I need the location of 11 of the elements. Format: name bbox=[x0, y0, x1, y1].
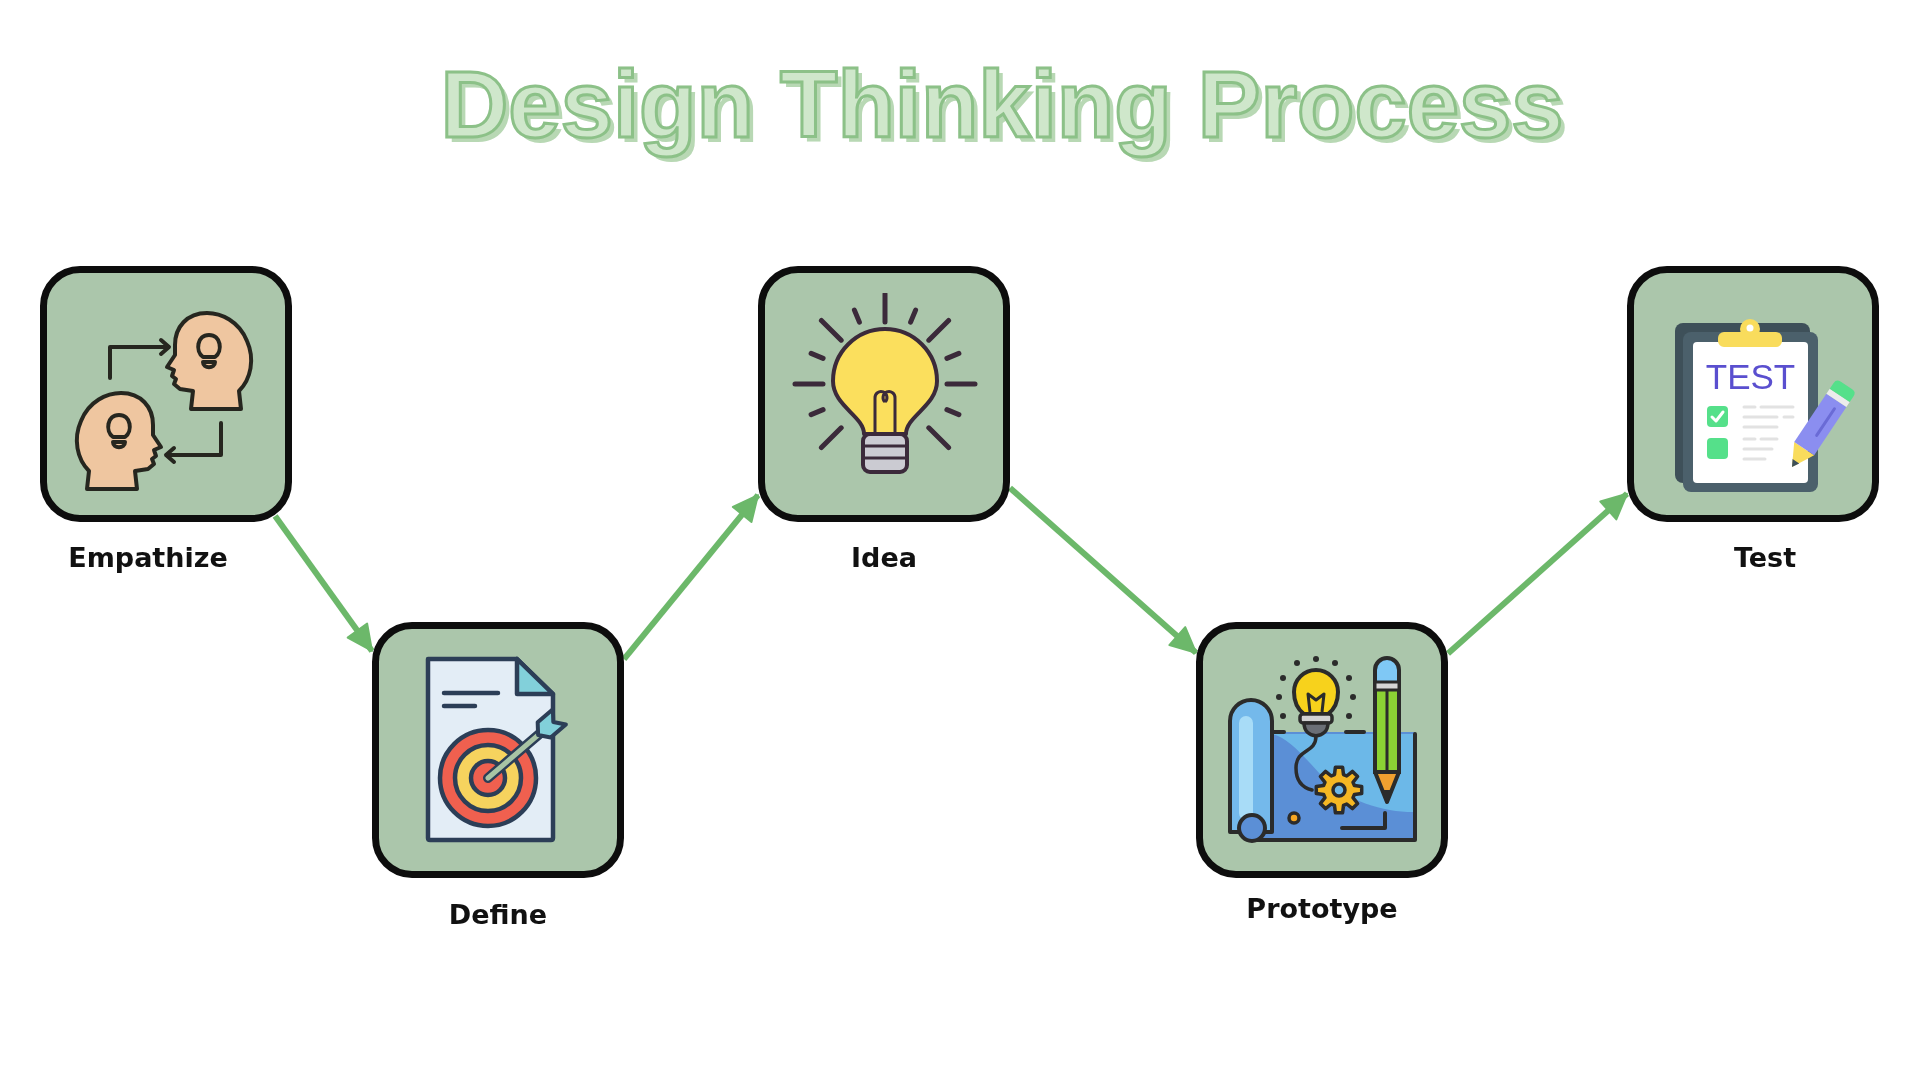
step-label: Define bbox=[448, 899, 548, 931]
step-label: Prototype bbox=[1246, 893, 1398, 925]
title: Design Thinking Process bbox=[439, 51, 1565, 159]
step-label: Idea bbox=[851, 542, 917, 574]
arrow bbox=[1008, 485, 1198, 655]
clipboard-heading: TEST bbox=[1705, 359, 1796, 394]
step-label: Empathize bbox=[68, 542, 228, 574]
arrow bbox=[272, 514, 375, 653]
arrow bbox=[1446, 491, 1629, 656]
step-label: Test bbox=[1733, 542, 1797, 574]
arrow bbox=[621, 493, 761, 661]
